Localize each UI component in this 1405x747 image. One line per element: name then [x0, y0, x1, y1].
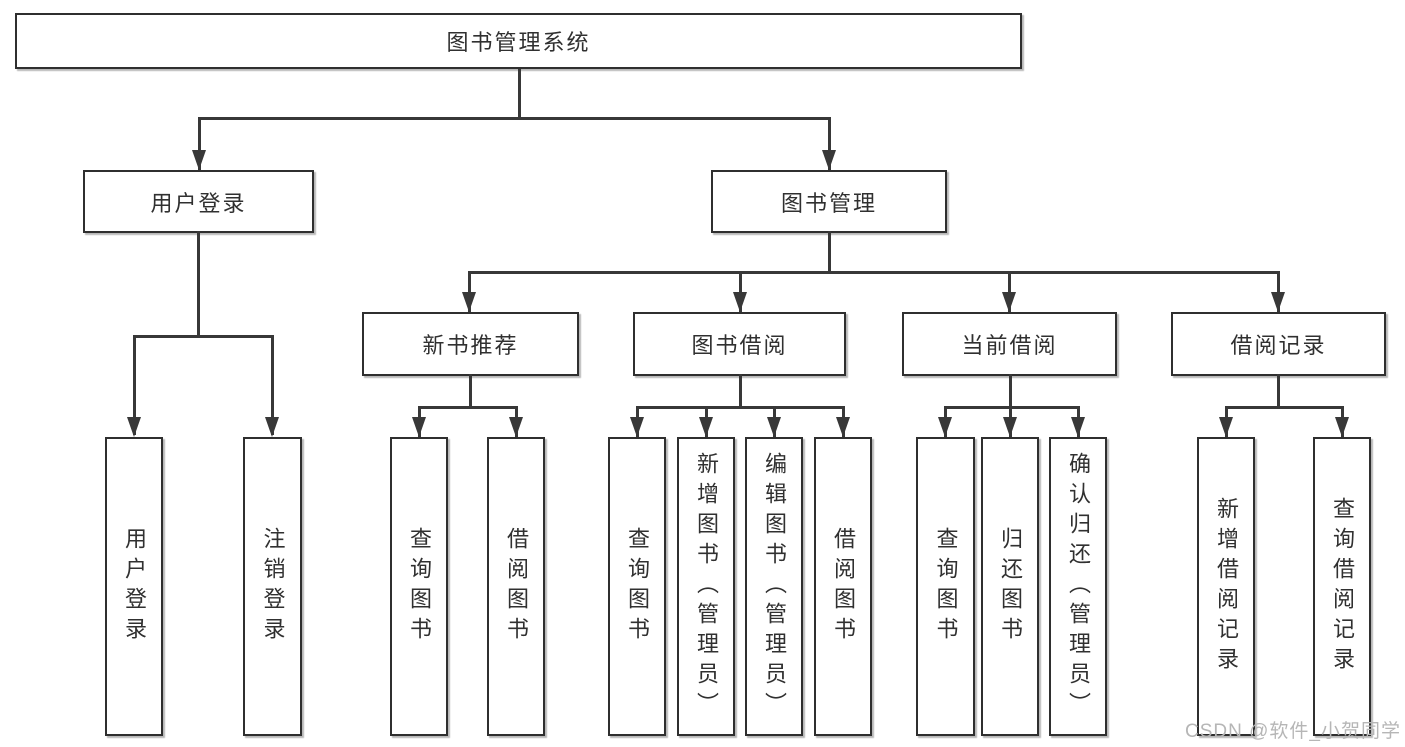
arrowhead-icon	[1071, 417, 1085, 437]
leaf-return-book: 归还图书	[981, 437, 1039, 736]
node-current-borrowing: 当前借阅	[902, 312, 1117, 376]
connector-line	[133, 335, 136, 435]
leaf-add-book-admin: 新增图书（管理员）	[677, 437, 735, 736]
connector-line	[468, 271, 471, 312]
connector-line	[197, 231, 200, 337]
connector-line	[198, 117, 201, 170]
connector-line	[1225, 406, 1344, 409]
node-new-book-recommend: 新书推荐	[362, 312, 579, 376]
arrowhead-icon	[822, 150, 836, 170]
arrowhead-icon	[938, 417, 952, 437]
leaf-logout: 注销登录	[243, 437, 302, 736]
node-borrowing-records: 借阅记录	[1171, 312, 1386, 376]
arrowhead-icon	[412, 417, 426, 437]
leaf-add-borrow-record: 新增借阅记录	[1197, 437, 1255, 736]
connector-line	[739, 271, 742, 312]
connector-line	[828, 231, 831, 273]
node-book-borrowing: 图书借阅	[633, 312, 846, 376]
leaf-borrow-books-borrowing: 借阅图书	[814, 437, 872, 736]
connector-line	[133, 335, 273, 338]
leaf-borrow-books-recommend: 借阅图书	[487, 437, 545, 736]
connector-line	[469, 374, 472, 408]
csdn-watermark: CSDN @软件_小贺同学	[1185, 721, 1401, 742]
arrowhead-icon	[192, 150, 206, 170]
leaf-query-books-current: 查询图书	[916, 437, 975, 736]
node-user-login: 用户登录	[83, 170, 314, 233]
connector-line	[198, 117, 831, 120]
connector-line	[418, 406, 518, 409]
arrowhead-icon	[265, 417, 279, 437]
arrowhead-icon	[699, 417, 713, 437]
arrowhead-icon	[767, 417, 781, 437]
arrowhead-icon	[1003, 417, 1017, 437]
connector-line	[468, 271, 1280, 274]
node-book-management: 图书管理	[711, 170, 947, 233]
arrowhead-icon	[127, 417, 141, 437]
connector-line	[1009, 374, 1012, 408]
connector-line	[944, 406, 1080, 409]
arrowhead-icon	[509, 417, 523, 437]
connector-line	[636, 406, 845, 409]
arrowhead-icon	[630, 417, 644, 437]
connector-line	[518, 69, 521, 118]
arrowhead-icon	[1271, 292, 1285, 312]
arrowhead-icon	[1219, 417, 1233, 437]
arrowhead-icon	[462, 292, 476, 312]
arrowhead-icon	[733, 292, 747, 312]
connector-line	[739, 374, 742, 408]
connector-line	[1277, 271, 1280, 312]
node-book-management-system: 图书管理系统	[15, 13, 1022, 69]
leaf-confirm-return-admin: 确认归还（管理员）	[1049, 437, 1107, 736]
connector-line	[828, 117, 831, 170]
arrowhead-icon	[1335, 417, 1349, 437]
leaf-query-books-borrowing: 查询图书	[608, 437, 666, 736]
connector-line	[271, 335, 274, 435]
connector-line	[1277, 374, 1280, 408]
arrowhead-icon	[1002, 292, 1016, 312]
leaf-user-login: 用户登录	[105, 437, 163, 736]
leaf-query-books-recommend: 查询图书	[390, 437, 448, 736]
leaf-edit-book-admin: 编辑图书（管理员）	[745, 437, 803, 736]
arrowhead-icon	[836, 417, 850, 437]
leaf-query-borrow-record: 查询借阅记录	[1313, 437, 1371, 736]
connector-line	[1008, 271, 1011, 312]
